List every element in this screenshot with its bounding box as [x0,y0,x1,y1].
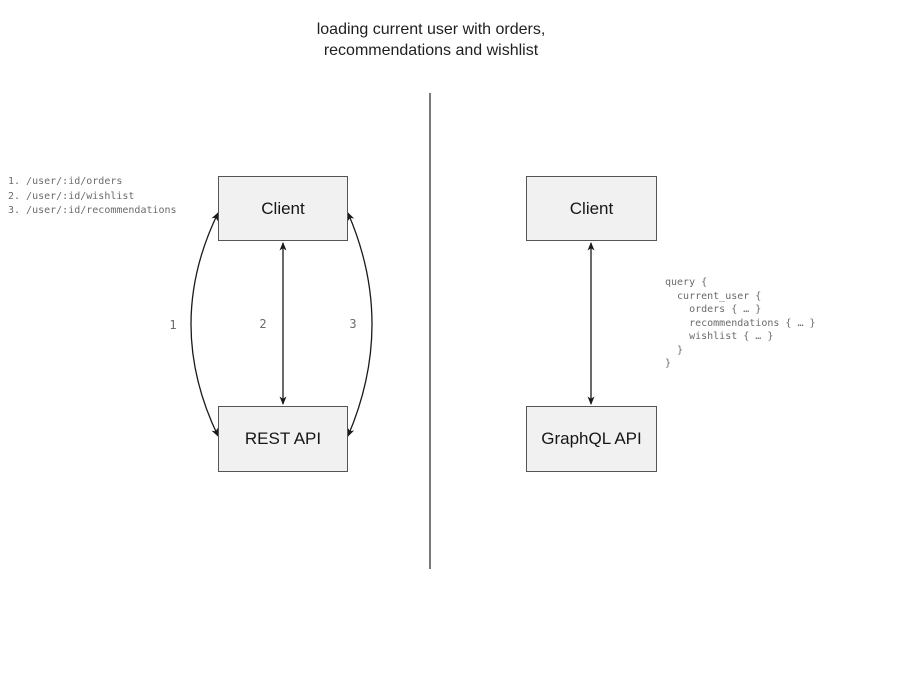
graphql-api-label: GraphQL API [541,429,642,448]
rest-endpoint-orders: 1. /user/:id/orders [8,176,123,187]
rest-endpoint-recommendations: 3. /user/:id/recommendations [8,205,177,216]
graphql-client-box: Client [526,176,657,241]
graphql-query-snippet: query { current_user { orders { … } reco… [665,277,816,369]
rest-arrow-orders [190,212,219,437]
rest-api-box: REST API [218,406,348,472]
graphql-client-label: Client [569,198,614,218]
arrow-label-3: 3 [349,317,357,331]
rest-endpoint-list: 1. /user/:id/orders 2. /user/:id/wishlis… [8,175,177,219]
graphql-api-box: GraphQL API [526,406,657,472]
arrow-label-1: 1 [169,318,177,332]
rest-api-label: REST API [244,429,322,448]
rest-endpoint-wishlist: 2. /user/:id/wishlist [8,190,135,202]
arrow-label-2: 2 [259,317,267,331]
rest-client-box: Client [218,176,348,241]
rest-client-label: Client [261,198,305,218]
diagram-title: loading current user with orders, recomm… [316,21,546,59]
